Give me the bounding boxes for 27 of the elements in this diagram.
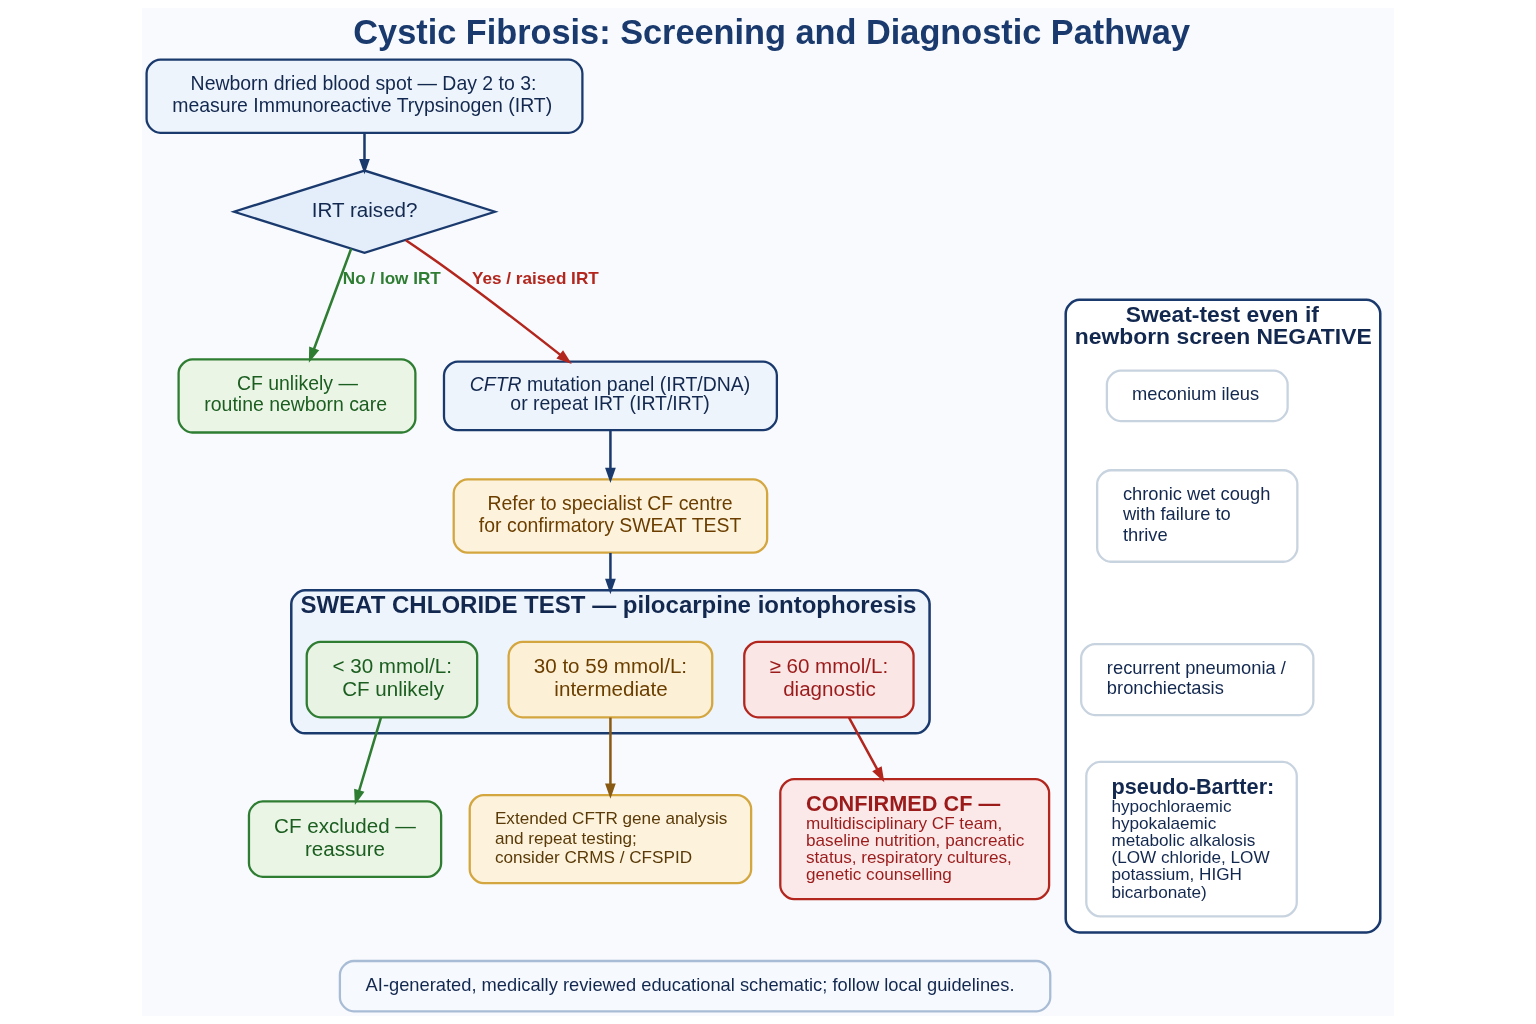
node-box: CFTR mutation panel (IRT/DNA) or repeat IRT (IRT/IRT) <box>442 360 778 432</box>
node-box: 30 to 59 mmol/L: intermediate <box>507 640 714 719</box>
diagram-title: Cystic Fibrosis: Screening and Diagnostic Pathway <box>353 12 1191 51</box>
node-box: ≥ 60 mmol/L: diagnostic <box>743 640 915 719</box>
node-box: Newborn dried blood spot — Day 2 to 3: measure Immunoreactive Trypsinogen (IRT) <box>145 58 584 134</box>
arrow <box>847 717 885 783</box>
node-box: pseudo-Bartter: hypochloraemic hypokalaemic metabolic alkalosis (LOW chloride, LOW potassium, HIGH bicarbonate) <box>1085 760 1298 918</box>
arrow <box>405 239 572 364</box>
arrow <box>605 430 616 484</box>
arrow <box>308 248 353 363</box>
node-box: AI-generated, medically reviewed educational schematic; follow local guidelines. <box>338 959 1052 1013</box>
node-box: < 30 mmol/L: CF unlikely <box>305 640 479 719</box>
node-box: recurrent pneumonia / bronchiectasis <box>1080 642 1315 717</box>
node-box: CF unlikely — routine newborn care <box>177 358 417 434</box>
node-box: meconium ileus <box>1105 369 1289 423</box>
arrow <box>359 132 370 175</box>
node-box: CF excluded — reassure <box>247 800 443 879</box>
node-box: Refer to specialist CF centre for confirmatory SWEAT TEST <box>452 478 769 554</box>
node-diamond: IRT raised? <box>230 169 499 255</box>
arrow <box>605 552 616 595</box>
arrow <box>605 717 616 799</box>
edge-label: No / low IRT <box>342 267 441 288</box>
edge-label: Yes / raised IRT <box>472 267 599 288</box>
arrow <box>354 717 383 805</box>
node-box: CONFIRMED CF — multidisciplinary CF team, baseline nutrition, pancreatic status, respiratory cultures, genetic counselling <box>779 777 1051 901</box>
node-box: chronic wet cough with failure to thrive <box>1096 469 1299 563</box>
node-box: Extended CFTR gene analysis and repeat testing; consider CRMS / CFSPID <box>468 793 753 885</box>
